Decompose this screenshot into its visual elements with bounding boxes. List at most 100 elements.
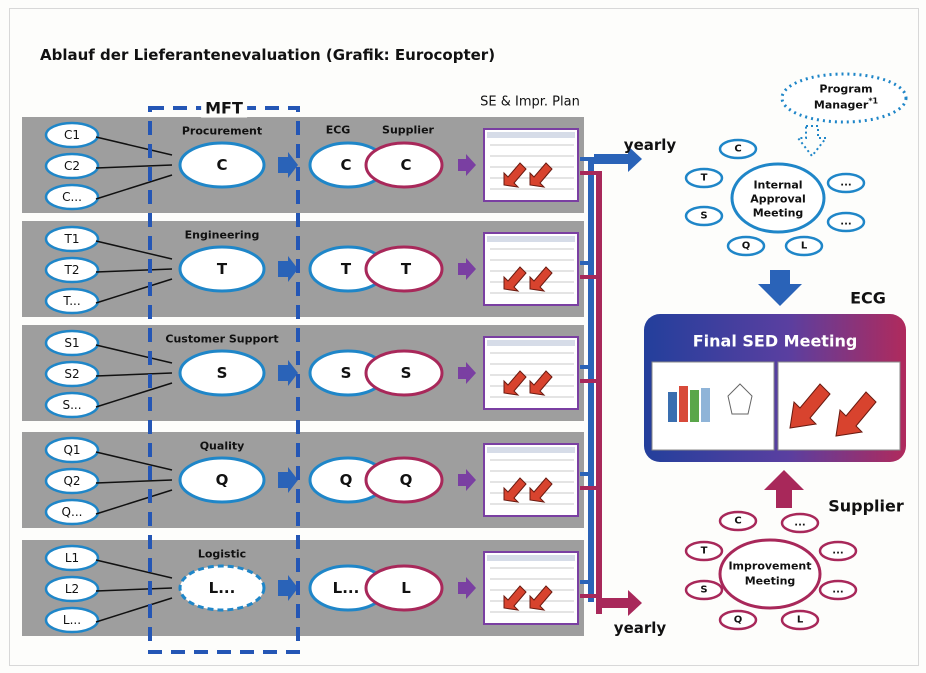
final-doc-bar <box>668 392 677 422</box>
plan-doc-header <box>487 555 575 561</box>
connector-line <box>95 344 173 364</box>
internal-satellite-oval <box>684 205 724 227</box>
connector-line <box>95 489 173 515</box>
program-manager-arrow <box>795 125 829 158</box>
item-oval <box>44 360 100 388</box>
connector-line <box>95 372 173 377</box>
row-connector-red <box>580 594 602 598</box>
row-connector-blue <box>580 365 594 369</box>
item-oval <box>44 152 100 180</box>
footnote-marker: *1 <box>868 96 879 106</box>
supplier-oval <box>364 141 444 189</box>
item-oval-label: S2 <box>64 367 80 381</box>
improvement-meeting-line2: Meeting <box>744 574 796 588</box>
improvement-satellite-label: ... <box>832 545 844 557</box>
connector-line <box>95 164 173 169</box>
improvement-satellite-label: ... <box>794 517 806 529</box>
row-connector-red <box>580 275 602 279</box>
final-doc-arrow-icon <box>789 383 831 429</box>
plan-doc-header <box>487 447 575 453</box>
internal-satellite-label: L <box>800 240 808 252</box>
item-oval <box>44 467 100 495</box>
process-arrow <box>278 575 298 601</box>
supplier-oval-label: Q <box>399 471 413 489</box>
main-oval-label: L... <box>208 579 236 597</box>
row-connector-blue <box>580 472 594 476</box>
yearly-label-top: yearly <box>623 136 677 154</box>
main-oval-label: T <box>216 260 228 278</box>
supplier-oval-label: T <box>400 260 412 278</box>
plan-document <box>483 551 579 625</box>
plan-document <box>483 336 579 410</box>
improvement-satellite-label: L <box>796 614 804 626</box>
category-label: Engineering <box>184 228 260 242</box>
improvement-satellite-oval <box>780 609 820 631</box>
internal-satellite-oval <box>726 235 766 257</box>
program-manager-line1: Program <box>819 82 873 96</box>
plan-doc-arrow-icon <box>529 266 553 292</box>
process-arrow <box>278 152 298 178</box>
row-connector-blue <box>580 157 594 161</box>
plan-doc-arrow-icon <box>529 162 553 188</box>
internal-meeting-oval <box>730 162 826 234</box>
row-connector-red <box>580 171 602 175</box>
plan-arrow <box>458 154 476 176</box>
ecg-oval-label: C <box>340 156 352 174</box>
improvement-satellite-label: T <box>700 545 708 557</box>
improvement-satellite-oval <box>684 540 724 562</box>
improvement-meeting-line1: Improvement <box>728 559 812 573</box>
row-connector-red <box>580 486 602 490</box>
ecg-label: ECG <box>850 288 886 308</box>
item-oval-label: C1 <box>63 128 81 142</box>
item-oval <box>44 329 100 357</box>
ecg-oval-label: S <box>340 364 352 382</box>
improvement-satellite-oval <box>780 512 820 534</box>
figure-title: Ablauf der Lieferantenevaluation (Grafik… <box>40 46 496 64</box>
plan-doc-arrow-icon <box>529 585 553 611</box>
final-doc-bar <box>690 390 699 422</box>
item-oval <box>44 544 100 572</box>
final-doc-radar <box>727 383 753 415</box>
final-meeting-title: Final SED Meeting <box>692 331 858 351</box>
improvement-satellite-oval <box>818 540 858 562</box>
item-oval-label: T2 <box>64 263 80 277</box>
final-doc-arrow-icon <box>835 391 877 437</box>
connector-line <box>95 268 173 273</box>
col-supplier-header: Supplier <box>382 123 434 137</box>
connector-line <box>95 278 173 304</box>
yearly-arrow-top <box>594 146 642 172</box>
internal-meeting-line1: Internal <box>753 178 803 192</box>
plan-doc-arrow-icon <box>529 370 553 396</box>
improvement-satellite-label: Q <box>733 614 743 626</box>
improvement-satellite-label: C <box>734 515 742 527</box>
plan-doc-header <box>487 236 575 242</box>
item-oval-label: T... <box>63 294 81 308</box>
connector-line <box>95 174 173 200</box>
yearly-arrow-bottom <box>600 590 642 616</box>
process-arrow <box>278 360 298 386</box>
col-ecg-header: ECG <box>325 123 351 137</box>
item-oval-label: Q... <box>61 505 83 519</box>
item-oval-label: Q2 <box>63 474 81 488</box>
connector-line <box>95 479 173 484</box>
process-arrow <box>278 467 298 493</box>
item-oval <box>44 183 100 211</box>
main-oval-label: S <box>216 364 228 382</box>
internal-satellite-label: Q <box>741 240 751 252</box>
internal-meeting-line3: Meeting <box>752 206 804 220</box>
row-connector-blue <box>580 580 594 584</box>
main-oval-label: Q <box>215 471 229 489</box>
item-oval <box>44 256 100 284</box>
category-label: Customer Support <box>165 332 279 346</box>
item-oval <box>44 575 100 603</box>
item-oval <box>44 225 100 253</box>
figure-frame <box>9 8 919 666</box>
improvement-satellite-oval <box>718 609 758 631</box>
connector-line <box>95 559 173 579</box>
main-oval <box>178 456 266 504</box>
ecg-oval-label: L... <box>332 579 360 597</box>
supplier-oval-label: C <box>400 156 412 174</box>
item-oval-label: S1 <box>64 336 80 350</box>
internal-satellite-label: S <box>700 210 708 222</box>
